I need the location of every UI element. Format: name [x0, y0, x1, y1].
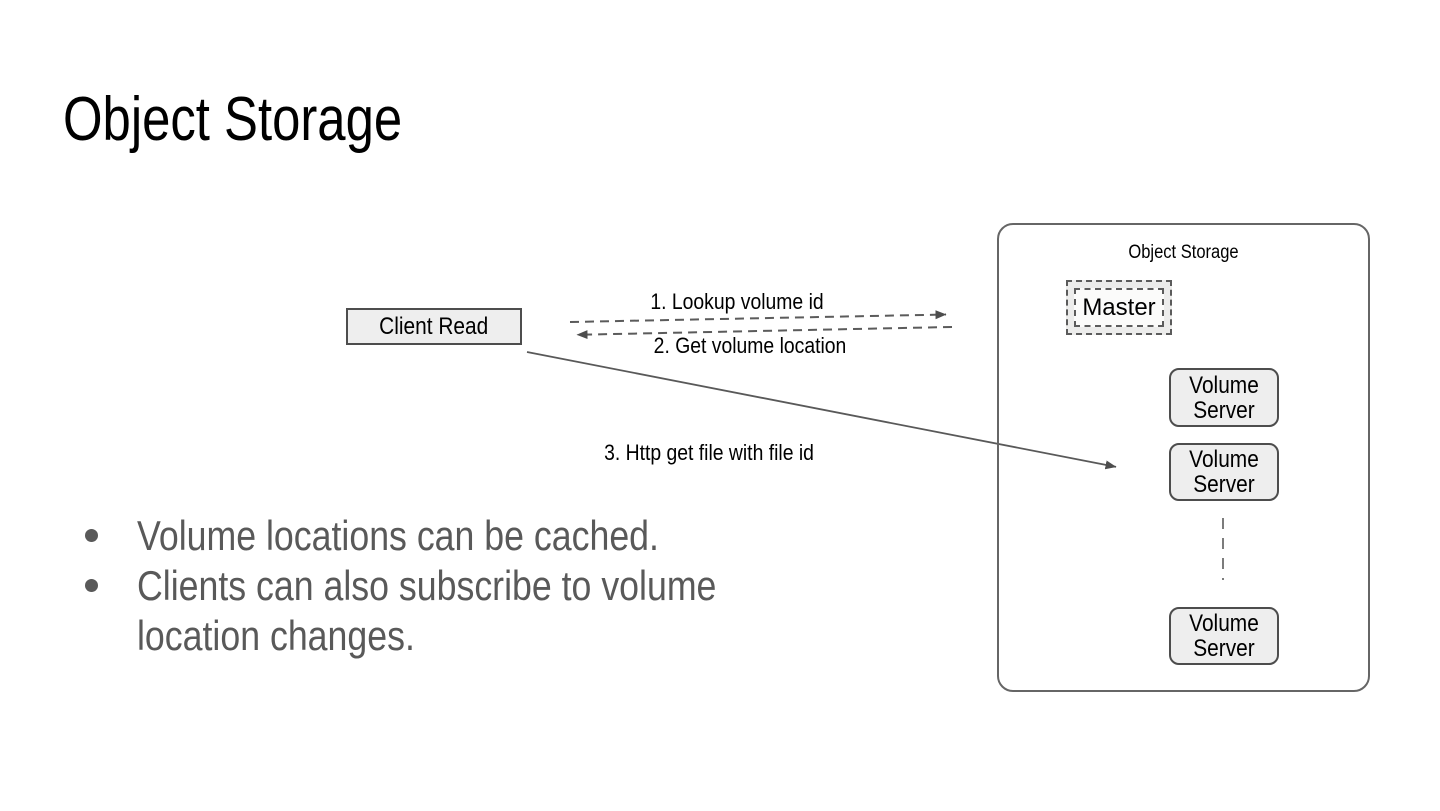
bullet-text: Clients can also subscribe to volume loc… — [137, 562, 717, 659]
object-storage-container-label: Object Storage — [1128, 242, 1239, 263]
bullet-item-2: Clients can also subscribe to volume loc… — [85, 561, 877, 661]
bullet-dot — [85, 579, 98, 592]
get-volume-location-arrow-label: 2. Get volume location — [653, 333, 847, 358]
volume-server-label: Volume Server — [1189, 371, 1259, 424]
lookup-volume-arrow — [569, 310, 947, 323]
bullet-item-1: Volume locations can be cached. — [85, 511, 877, 561]
volume-server-label: Volume Server — [1189, 446, 1259, 498]
http-get-file-arrow — [526, 351, 1117, 470]
master-box: Master — [1066, 280, 1172, 335]
volume-server-label: Volume Server — [1189, 610, 1259, 662]
bullet-dot — [85, 529, 98, 542]
volume-server-box-2: Volume Server — [1169, 443, 1279, 501]
master-label: Master — [1082, 293, 1156, 321]
http-get-file-arrow-label: 3. Http get file with file id — [604, 440, 814, 465]
get-volume-location-arrow — [576, 326, 953, 340]
master-box-inner: Master — [1074, 288, 1164, 327]
lookup-volume-arrow-label: 1. Lookup volume id — [650, 289, 824, 314]
object-storage-container — [997, 223, 1370, 692]
client-read-label: Client Read — [379, 312, 489, 340]
volume-server-box-3: Volume Server — [1169, 607, 1279, 665]
page-title: Object Storage — [63, 85, 403, 154]
volume-server-box-1: Volume Server — [1169, 368, 1279, 427]
bullet-text: Volume locations can be cached. — [137, 512, 659, 559]
client-read-box: Client Read — [346, 308, 522, 345]
